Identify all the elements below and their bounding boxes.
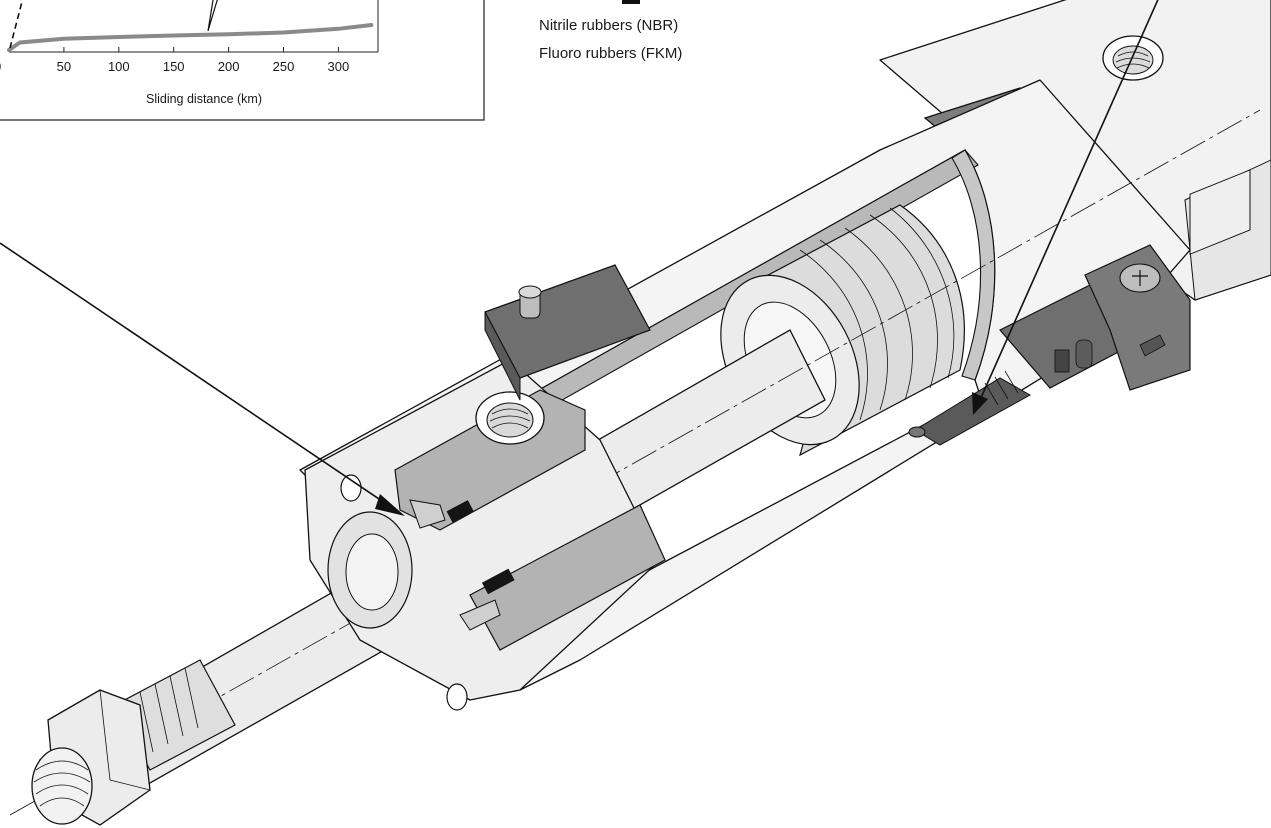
x-tick-label: 50 <box>57 59 71 74</box>
wear-chart: 50 100 150 200 250 300 0 Sliding distance (km… <box>0 0 485 121</box>
x-tick-label: 300 <box>328 59 350 74</box>
leader-line-rod-seal <box>0 242 386 504</box>
x-tick-labels: 50 100 150 200 250 300 <box>57 59 350 74</box>
arrowhead-rod-seal <box>375 494 405 516</box>
x-tick-label: 100 <box>108 59 130 74</box>
cropped-heading-fragment <box>622 0 640 4</box>
rod-thread-end <box>31 747 93 825</box>
rod-seal-lower <box>481 568 515 595</box>
lead-wire <box>914 377 1032 446</box>
rod-end <box>31 659 236 826</box>
cutaway-curved-edge <box>951 149 996 381</box>
auto-switch-left <box>484 264 651 401</box>
material-nbr: Nitrile rubbers (NBR) <box>539 17 678 34</box>
annotation-pointer <box>207 0 218 32</box>
center-line <box>9 109 1261 816</box>
material-fkm: Fluoro rubbers (FKM) <box>539 45 682 62</box>
flange-hole-upper <box>340 474 362 502</box>
x-tick-marks <box>63 47 339 52</box>
front-port <box>475 391 545 445</box>
leader-line-switch <box>979 0 1159 401</box>
flange-hole-lower <box>446 683 468 711</box>
x-tick-label: 150 <box>163 59 185 74</box>
chart-frame <box>0 0 485 121</box>
rear-port <box>1102 35 1164 81</box>
leader-lines <box>0 0 1159 516</box>
rod-wiper <box>327 499 501 631</box>
rear-cap-flat <box>1189 169 1251 255</box>
series-line-wear <box>7 23 374 52</box>
front-cover-lower-section <box>469 504 666 651</box>
x-tick-label: 250 <box>273 59 295 74</box>
x-tick-label: 200 <box>218 59 240 74</box>
arrowhead-switch <box>972 392 988 415</box>
auto-switch-right <box>908 244 1191 446</box>
seal-material-list: Nitrile rubbers (NBR) Fluoro rubbers (FK… <box>539 0 682 62</box>
rod-seal-upper <box>446 500 474 523</box>
origin-label: 0 <box>0 59 1 74</box>
x-axis-title: Sliding distance (km) <box>146 92 262 106</box>
